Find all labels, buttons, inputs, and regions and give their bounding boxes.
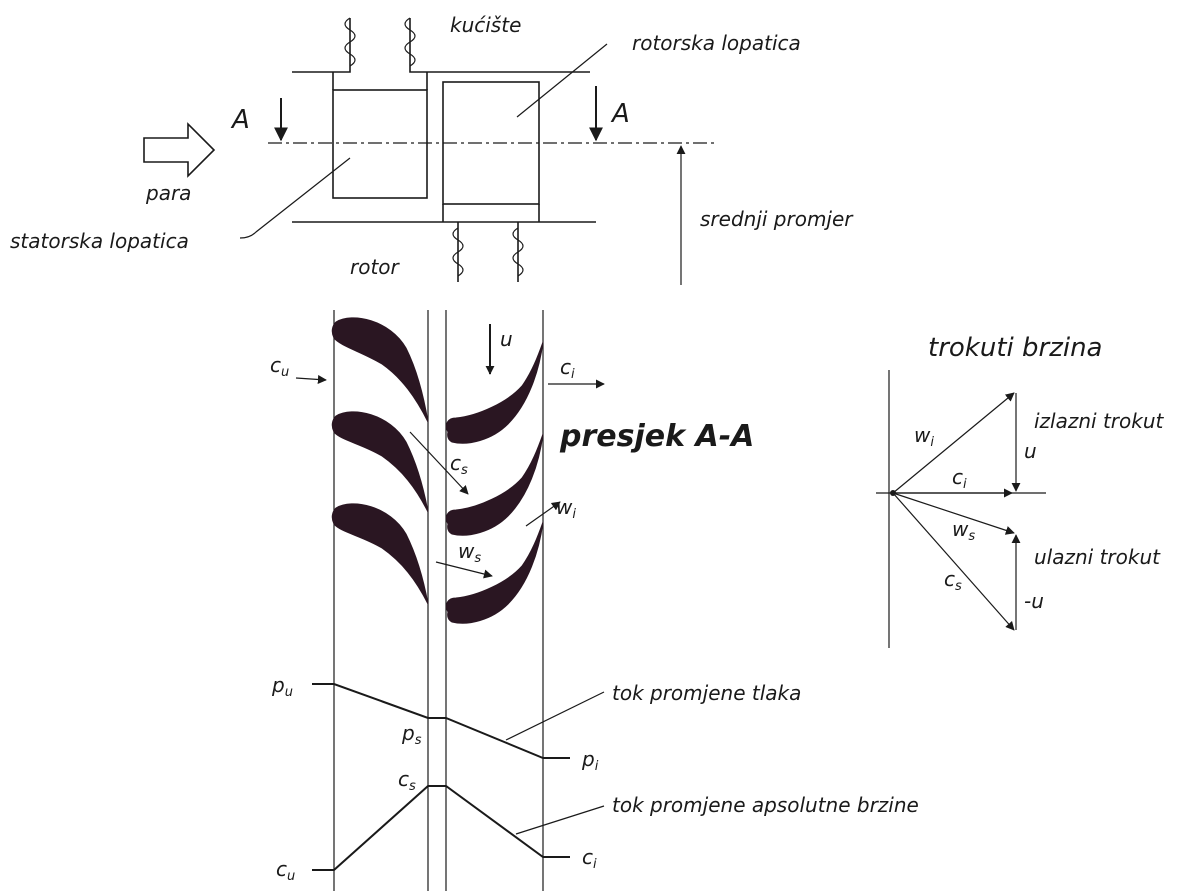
pressure-stator-symbol: ps [401, 721, 422, 748]
outlet-relative-vector [892, 392, 1015, 494]
tri-inlet-absolute-symbol: cs [944, 567, 962, 594]
stator-blade-profile [331, 503, 429, 605]
section-label-left: A [230, 105, 250, 135]
tri-inlet-speed-symbol: -u [1024, 589, 1044, 613]
velocity-triangles: trokuti brzina izlazni trokut ulazni tro… [876, 333, 1165, 648]
outlet-triangle-label: izlazni trokut [1034, 409, 1165, 433]
velocity-curve [312, 785, 570, 871]
rotor-root-left [452, 227, 464, 277]
relative-outlet-velocity-symbol: wi [556, 495, 576, 522]
velocity-inlet-symbol: cu [276, 857, 295, 884]
pressure-curve [312, 683, 570, 759]
rotor-blade-label: rotorska lopatica [632, 31, 801, 55]
stator-exit-velocity-symbol: cs [450, 451, 468, 478]
tri-inlet-relative-symbol: ws [952, 517, 975, 544]
casing-root-right [404, 17, 416, 67]
leader-velocity [515, 805, 605, 835]
velocity-stator-symbol: cs [398, 767, 416, 794]
stator-blade-box [332, 89, 428, 199]
rotor-blade-profile [445, 521, 544, 624]
relative-outlet-velocity-arrow [525, 501, 561, 527]
leader-pressure [505, 691, 605, 741]
inlet-velocity-arrow [295, 374, 327, 384]
casing-outline [292, 18, 351, 73]
rotor-blade-profile [445, 433, 544, 536]
tri-outlet-speed-symbol: u [1024, 439, 1037, 463]
velocity-curve-label: tok promjene apsolutne brzine [612, 793, 919, 817]
inlet-triangle-label: ulazni trokut [1034, 545, 1161, 569]
stator-blade-profile [331, 411, 429, 513]
blade-speed-symbol: u [500, 327, 513, 351]
stator-exit-velocity-arrow [409, 431, 469, 495]
rotor-blade-profile [445, 341, 544, 444]
inlet-relative-vector [892, 492, 1015, 535]
steam-label: para [145, 181, 191, 205]
casing-root-left [344, 17, 356, 67]
property-curves: pu ps pi tok promjene tlaka cs cu ci tok… [271, 673, 919, 884]
inlet-velocity-symbol: cu [270, 353, 289, 380]
velocity-outlet-symbol: ci [582, 845, 597, 872]
stator-blade-profile [331, 317, 429, 423]
rotor-root-right [512, 227, 524, 277]
outlet-velocity-symbol: ci [560, 355, 575, 382]
triangle-origin [890, 490, 896, 496]
pressure-curve-label: tok promjene tlaka [612, 681, 801, 705]
steam-inlet-arrow [143, 122, 216, 178]
triangles-title: trokuti brzina [928, 333, 1102, 363]
stator-blade-label: statorska lopatica [10, 229, 189, 253]
inlet-absolute-vector [892, 492, 1015, 631]
blade-cascade: cu u ci cs wi ws presjek A-A [270, 317, 754, 624]
section-label-right: A [610, 99, 630, 129]
casing-outline [409, 18, 590, 73]
relative-inlet-velocity-symbol: ws [458, 539, 481, 566]
leader-rotor-blade [516, 43, 608, 118]
relative-inlet-velocity-arrow [435, 561, 493, 579]
tri-outlet-absolute-symbol: ci [952, 465, 967, 492]
leader-stator-blade [239, 157, 351, 239]
mean-diameter-label: srednji promjer [700, 207, 854, 231]
rotor-label: rotor [350, 255, 401, 279]
axial-guide-lines [333, 310, 544, 891]
section-title: presjek A-A [559, 419, 754, 454]
tri-outlet-relative-symbol: wi [914, 423, 934, 450]
meridional-section: kućište rotorska lopatica A A para stato… [10, 13, 854, 285]
casing-label: kućište [450, 13, 521, 37]
pressure-inlet-symbol: pu [271, 673, 293, 700]
pressure-outlet-symbol: pi [581, 747, 599, 774]
